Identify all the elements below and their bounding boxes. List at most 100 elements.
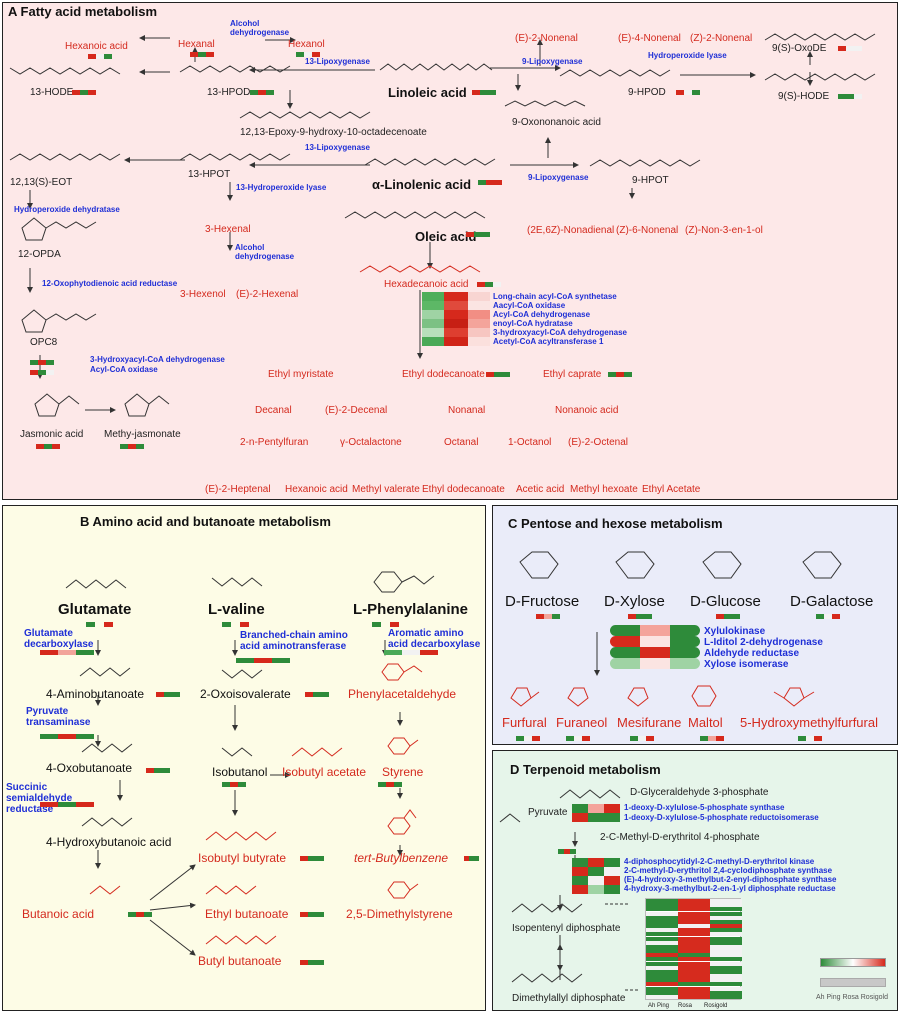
terpene-heatmap-cell [710, 924, 742, 929]
terpene-heatmap-cell [710, 928, 742, 933]
terpene-heatmap-cell [646, 924, 678, 929]
terpene-heatmap-cell [678, 919, 710, 924]
terpene-heatmap-cell [678, 986, 710, 991]
terpene-heatmap-cell [710, 957, 742, 962]
expr-bar [384, 650, 438, 655]
hydroxybutanoic-structure [81, 817, 133, 827]
phenylacetaldehyde-structure [381, 663, 423, 681]
terpene-heatmap-cell [678, 911, 710, 916]
terpene-heatmap-cell [646, 911, 678, 916]
valine-structure [211, 577, 263, 587]
compound-methyl-valerate: Methyl valerate [352, 484, 420, 495]
terpene-heatmap-cell [678, 924, 710, 929]
expr-bar [477, 282, 501, 287]
terpene-heatmap-cell [678, 965, 710, 970]
expr-bar [536, 614, 560, 619]
compound-hydroxybutanoic: 4-Hydroxybutanoic acid [46, 835, 172, 849]
expr-bar [716, 614, 740, 619]
expr-bar [88, 54, 112, 59]
terpene-heatmap-cell [710, 915, 742, 920]
compound-9-hode: 9(S)-HODE [778, 91, 830, 102]
jasmonic-structure [34, 393, 80, 417]
enzyme-glutamate-decarboxylase: Glutamate decarboxylase [24, 628, 94, 650]
enzyme-xylulokinase: Xylulokinase [704, 626, 766, 637]
terpene-heatmap-cell [678, 915, 710, 920]
g3p-structure [559, 789, 621, 799]
isobutyl-butyrate-structure [205, 831, 277, 841]
compound-hexanal: Hexanal [178, 39, 215, 50]
product-mesifurane: Mesifurane [617, 715, 682, 730]
terpene-heatmap-cell [678, 982, 710, 987]
enzyme-lox9-b: 9-Lipoxygenase [528, 173, 589, 182]
enzyme-ispe: 4-diphosphocytidyl-2-C-methyl-D-erythrit… [624, 857, 815, 866]
enzyme-dxr: 1-deoxy-D-xylulose-5-phosphate reductois… [624, 813, 819, 822]
compound-opc8: OPC8 [30, 337, 58, 348]
compound-phenylacetaldehyde: Phenylacetaldehyde [348, 687, 457, 701]
expr-bar [40, 650, 94, 655]
panel-d-title: D Terpenoid metabolism [510, 762, 661, 777]
terpene-heatmap-cell [678, 928, 710, 933]
product-maltol: Maltol [688, 715, 723, 730]
compound-z2-nonenal: (Z)-2-Nonenal [690, 33, 753, 44]
expr-bar [700, 736, 724, 741]
expr-bar [86, 622, 113, 627]
panel-a-title: A Fatty acid metabolism [8, 4, 158, 19]
hexadecanoic-structure [359, 265, 481, 273]
dmapp-structure [511, 973, 583, 983]
compound-dimethylstyrene: 2,5-Dimethylstyrene [346, 907, 453, 921]
compound-nonanoic: Nonanoic acid [555, 405, 619, 416]
heatmap-label-2: Acyl-CoA dehydrogenase [493, 310, 591, 319]
compound-1-octanol: 1-Octanol [508, 437, 552, 448]
terpene-heatmap-cell [646, 915, 678, 920]
compound-9-hpot: 9-HPOT [632, 175, 669, 186]
butanoic-structure [89, 885, 121, 895]
terpene-heatmap-cell [710, 903, 742, 908]
expr-bar [300, 856, 324, 861]
compound-z6-nonenal: (Z)-6-Nonenal [616, 225, 679, 236]
expr-bar [300, 912, 324, 917]
expr-bar [156, 692, 180, 697]
terpene-heatmap-cell [646, 990, 678, 995]
sample-key [820, 978, 886, 987]
expr-bar [798, 736, 822, 741]
heatmap-column-rosigold: Rosigold [704, 1003, 728, 1009]
terpene-heatmap-cell [710, 969, 742, 974]
expr-bar [236, 658, 290, 663]
compound-e2-nonenal: (E)-2-Nonenal [515, 33, 578, 44]
heatmap-label-4: 3-hydroxyacyl-CoA dehydrogenase [493, 328, 627, 337]
expr-bar [250, 90, 274, 95]
oleic-structure [344, 211, 486, 219]
enzyme-opda-reductase: 12-Oxophytodienoic acid reductase [42, 279, 178, 288]
pyruvate-structure [499, 813, 521, 823]
terpene-heatmap-cell [710, 936, 742, 941]
terpene-heatmap-cell [678, 953, 710, 958]
compound-isobutyl-acetate: Isobutyl acetate [282, 765, 367, 779]
fructose-structure [519, 551, 559, 579]
xylose-structure [615, 551, 655, 579]
butylbenzene-structure [387, 809, 417, 835]
expr-bar [608, 372, 632, 377]
terpene-heatmap-cell [710, 978, 742, 983]
product-hmf: 5-Hydroxymethylfurfural [740, 715, 878, 730]
compound-styrene: Styrene [382, 765, 424, 779]
compound-methyl-jasmonate: Methy-jasmonate [104, 429, 181, 440]
compound-e2-octenal: (E)-2-Octenal [568, 437, 629, 448]
expr-bar [486, 372, 510, 377]
compound-ethyl-acetate: Ethyl Acetate [642, 484, 701, 495]
compound-ipp: Isopentenyl diphosphate [512, 923, 621, 934]
expr-bar [838, 94, 862, 99]
terpene-heatmap-cell [678, 957, 710, 962]
enzyme-hacd: 3-Hydroxyacyl-CoA dehydrogenase [90, 355, 225, 364]
terpene-heatmap-cell [646, 969, 678, 974]
compound-hexadecanoic: Hexadecanoic acid [384, 279, 469, 290]
hpod13-structure [179, 65, 291, 73]
terpene-heatmap-cell [646, 919, 678, 924]
enzyme-aco: Acyl-CoA oxidase [90, 365, 158, 374]
legend-samples: Ah Ping Rosa Rosigold [816, 994, 888, 1001]
oxononanoic-structure [504, 100, 586, 107]
compound-pentylfuran: 2-n-Pentylfuran [240, 437, 309, 448]
compound-3-hexenal: 3-Hexenal [205, 224, 251, 235]
terpene-heatmap-cell [710, 911, 742, 916]
expr-bar [558, 849, 576, 854]
compound-mep: 2-C-Methyl-D-erythritol 4-phosphate [600, 832, 760, 843]
